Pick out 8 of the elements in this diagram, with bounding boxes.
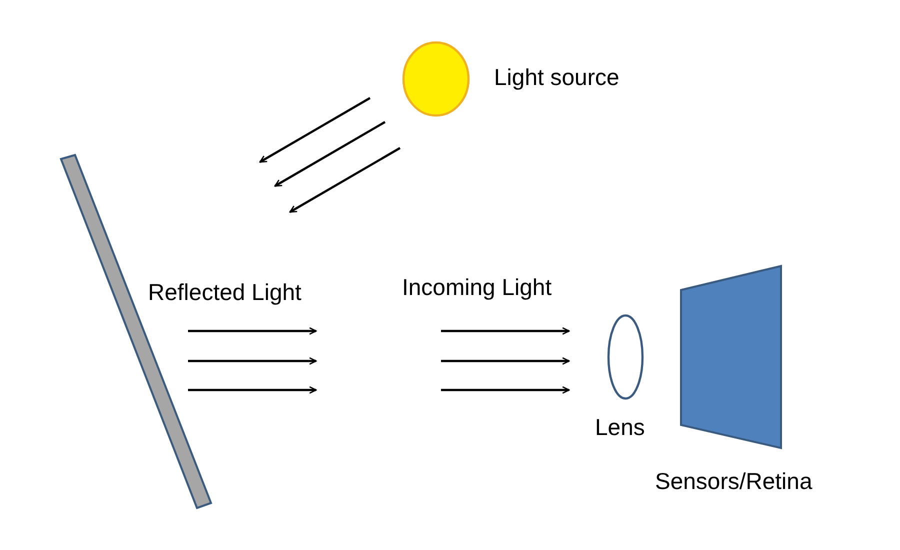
sensor-panel [680,264,782,450]
lens-ellipse [607,314,644,400]
node-label: Light source [494,64,620,91]
light-label: Incoming Light [402,274,552,301]
node-label: Sensors/Retina [655,468,812,495]
sun-circle [402,41,470,117]
light-label: Reflected Light [148,279,302,306]
node-label: Lens [595,414,645,441]
